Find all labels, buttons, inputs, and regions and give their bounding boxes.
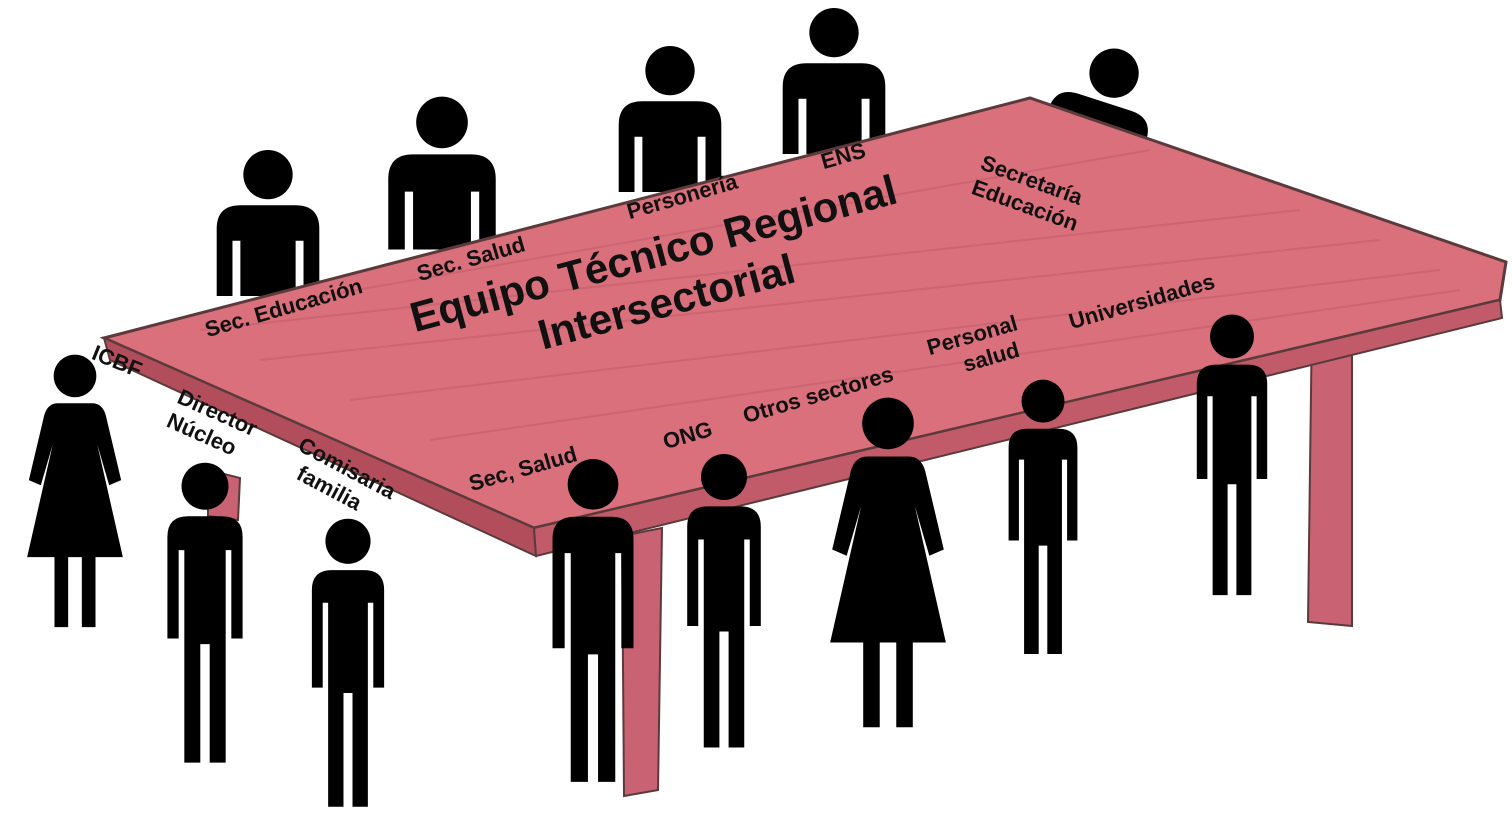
seated-person-icon xyxy=(388,96,496,250)
seated-person-icon xyxy=(618,45,722,192)
standing-woman-icon xyxy=(27,354,123,628)
seated-person-icon xyxy=(782,7,886,154)
standing-man-icon xyxy=(311,518,385,807)
seated-person-icon xyxy=(216,149,320,296)
table-top xyxy=(99,96,1508,558)
